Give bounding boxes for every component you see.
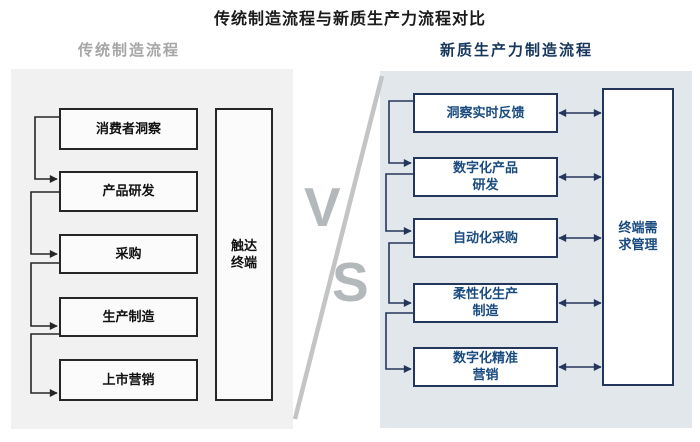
vs-divider-line xyxy=(292,75,385,420)
box-product-rd: 产品研发 xyxy=(59,171,198,212)
box-digital-product-rd: 数字化产品 研发 xyxy=(413,157,558,197)
page-title: 传统制造流程与新质生产力流程对比 xyxy=(213,11,486,28)
box-flexible-production: 柔性化生产 制造 xyxy=(413,283,558,323)
new-productivity-section-header: 新质生产力制造流程 xyxy=(440,42,594,59)
traditional-section-header: 传统制造流程 xyxy=(78,42,181,59)
box-launch-marketing: 上市营销 xyxy=(59,359,198,401)
box-realtime-insight-feedback: 洞察实时反馈 xyxy=(413,93,558,133)
box-consumer-insight: 消费者洞察 xyxy=(59,108,198,150)
box-terminal-demand-management: 终端需 求管理 xyxy=(602,88,674,386)
versus-letter-s: S xyxy=(332,251,369,313)
box-procurement: 采购 xyxy=(59,234,198,274)
box-production: 生产制造 xyxy=(59,297,198,337)
box-digital-precision-marketing: 数字化精准 营销 xyxy=(413,347,558,387)
box-automated-procurement: 自动化采购 xyxy=(413,218,558,258)
versus-letter-v: V xyxy=(304,176,341,238)
box-reach-terminal: 触达 终端 xyxy=(215,108,273,401)
